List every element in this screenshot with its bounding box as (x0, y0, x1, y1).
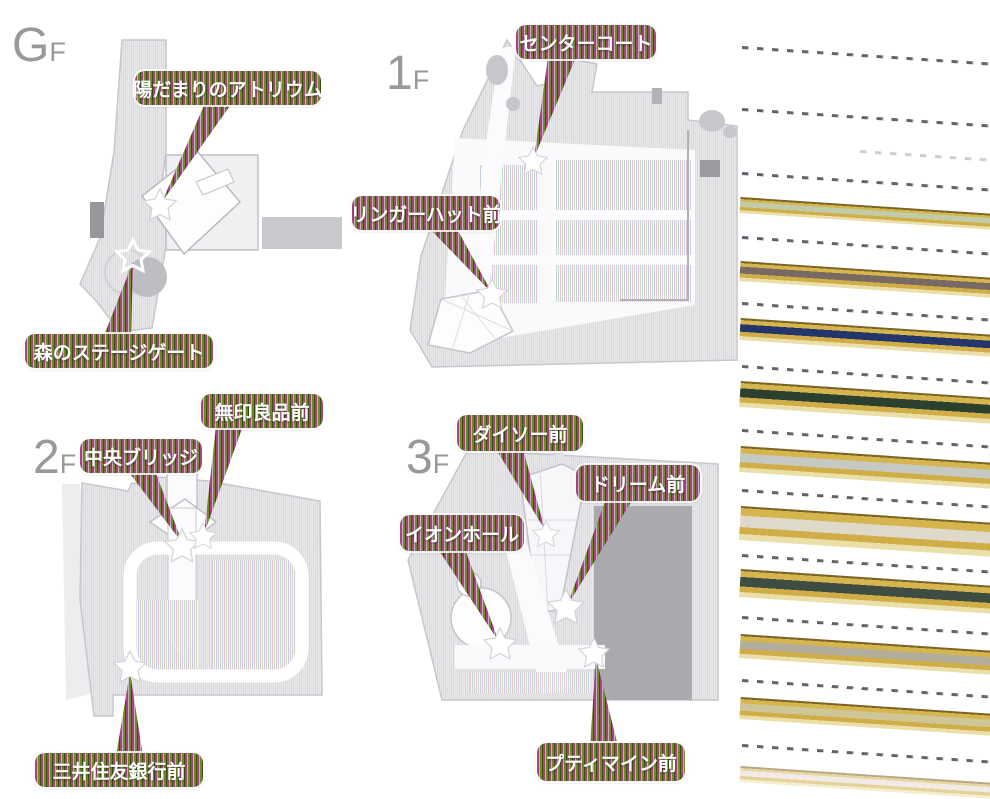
glitch-band (739, 381, 990, 425)
dashed-line (741, 108, 990, 128)
location-label-muji-mae[interactable]: 無印良品前 (201, 394, 323, 428)
dashed-line (741, 744, 990, 764)
dashed-line (859, 150, 990, 162)
leader-line (204, 426, 243, 534)
leader-line (116, 672, 143, 756)
dashed-line (741, 172, 990, 192)
dashed-line (741, 489, 990, 509)
location-label-hidamari-atrium[interactable]: 陽だまりのアトリウム (135, 71, 321, 105)
glitch-band (739, 261, 990, 299)
glitch-band (739, 569, 990, 615)
leader-line (103, 262, 133, 338)
floor-maps-canvas (62, 38, 738, 756)
glitch-band (739, 766, 990, 799)
location-label-ringer-hut-mae[interactable]: リンガーハット前 (352, 196, 500, 230)
location-label-smbc-mae[interactable]: 三井住友銀行前 (35, 753, 203, 787)
floor-label-2f: 2F (33, 431, 77, 484)
location-label-dream-mae[interactable]: ドリーム前 (576, 465, 700, 501)
leader-line (590, 658, 618, 746)
glitch-band (739, 197, 990, 231)
glitch-band (738, 506, 990, 558)
location-label-daiso-mae[interactable]: ダイソー前 (457, 415, 583, 451)
dashed-line (741, 46, 990, 66)
floor-label-3f: 3F (406, 431, 450, 484)
floor-label-gf: GF (12, 19, 66, 72)
location-label-chuo-bridge[interactable]: 中央ブリッジ (80, 439, 202, 473)
floorplan-2f (62, 459, 323, 717)
leader-line (567, 499, 633, 606)
leader-lines (103, 57, 633, 756)
location-label-petit-main-mae[interactable]: プティマイン前 (537, 743, 685, 781)
location-label-aeon-hall[interactable]: イオンホール (400, 515, 524, 551)
dashed-line (741, 302, 990, 322)
floor-label-1f: 1F (386, 47, 430, 100)
dashed-line (741, 616, 990, 636)
dashed-line (741, 554, 990, 574)
dashed-line (741, 365, 990, 385)
dashed-line (741, 236, 990, 256)
leader-line (162, 103, 232, 202)
glitch-band (739, 634, 990, 676)
glitch-band (739, 697, 990, 737)
floorplan-1f (409, 38, 738, 368)
leader-line (496, 449, 545, 530)
floorplan-3f (407, 439, 719, 701)
leader-line (438, 549, 499, 642)
leader-line (128, 471, 183, 544)
location-label-mori-stage-gate[interactable]: 森のステージゲート (25, 334, 213, 368)
glitch-band (739, 318, 990, 358)
location-label-center-court[interactable]: センターコート (516, 25, 656, 59)
dashed-line (741, 429, 990, 449)
leader-line (428, 227, 492, 293)
leader-line (534, 57, 576, 158)
glitch-band (739, 446, 990, 490)
dashed-line (741, 679, 990, 699)
